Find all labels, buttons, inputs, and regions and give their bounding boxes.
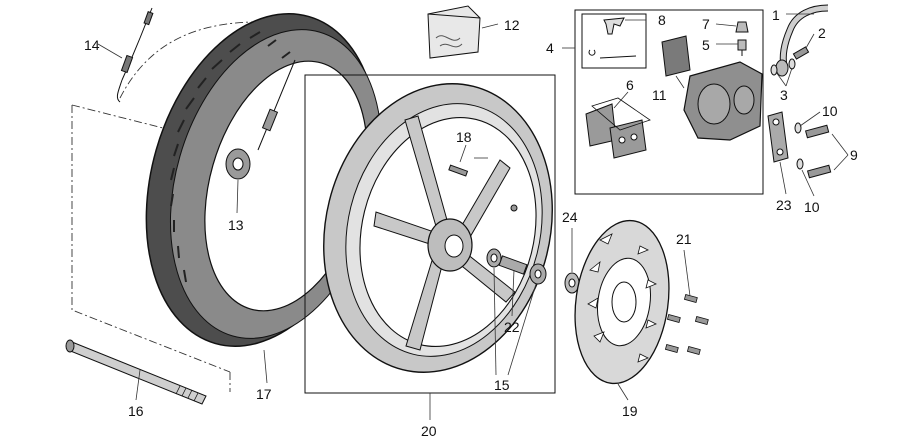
- callout-16: 16: [128, 403, 144, 419]
- wheel-axle[interactable]: [65, 339, 207, 405]
- caliper-washers[interactable]: [794, 122, 804, 170]
- brake-disc[interactable]: [565, 214, 679, 389]
- callout-1: 1: [772, 7, 780, 23]
- front-rim[interactable]: [294, 59, 582, 397]
- copper-washers[interactable]: [770, 58, 796, 76]
- callout-17: 17: [256, 386, 272, 402]
- rim-screw[interactable]: [448, 157, 488, 177]
- bleed-valve[interactable]: [737, 39, 747, 56]
- callout-18: 18: [456, 129, 472, 145]
- callout-22: 22: [504, 319, 520, 335]
- wheel-bearings[interactable]: [486, 248, 547, 285]
- leader-lines: [97, 13, 849, 420]
- caliper-bracket[interactable]: [767, 111, 789, 163]
- callout-14: 14: [84, 37, 100, 53]
- callout-10-top: 10: [822, 103, 838, 119]
- callout-7: 7: [702, 16, 710, 32]
- callout-9: 9: [850, 147, 858, 163]
- speedometer-cable[interactable]: [116, 7, 154, 103]
- callout-4: 4: [546, 40, 554, 56]
- hardware-bag[interactable]: [427, 5, 481, 59]
- pad-shim[interactable]: [661, 35, 691, 77]
- callout-11: 11: [652, 87, 667, 103]
- callout-3: 3: [780, 87, 788, 103]
- brake-caliper[interactable]: [683, 61, 763, 141]
- pad-kit-frame: [581, 13, 647, 69]
- banjo-bolt[interactable]: [792, 46, 810, 60]
- disc-bolts[interactable]: [664, 294, 709, 355]
- caliper-group-frame: [574, 9, 764, 195]
- callout-labels: 1 2 3 4 5 6 7 8 9 10 10 11 12 13 14 15 1…: [84, 7, 858, 439]
- callout-10-bottom: 10: [804, 199, 820, 215]
- callout-12: 12: [504, 17, 520, 33]
- caliper-bolts[interactable]: [804, 124, 832, 179]
- callout-19: 19: [622, 403, 638, 419]
- callout-2: 2: [818, 25, 826, 41]
- brake-hose[interactable]: [775, 4, 829, 77]
- pad-spring[interactable]: [588, 17, 637, 59]
- callout-20: 20: [421, 423, 437, 439]
- callout-8: 8: [658, 12, 666, 28]
- callout-23: 23: [776, 197, 792, 213]
- callout-5: 5: [702, 37, 710, 53]
- brake-pads[interactable]: [585, 97, 651, 159]
- callout-21: 21: [676, 231, 692, 247]
- callout-6: 6: [626, 77, 634, 93]
- callout-15: 15: [494, 377, 510, 393]
- bleed-cap[interactable]: [735, 21, 749, 33]
- speedometer-drive[interactable]: [225, 59, 296, 180]
- callout-24: 24: [562, 209, 578, 225]
- callout-13: 13: [228, 217, 244, 233]
